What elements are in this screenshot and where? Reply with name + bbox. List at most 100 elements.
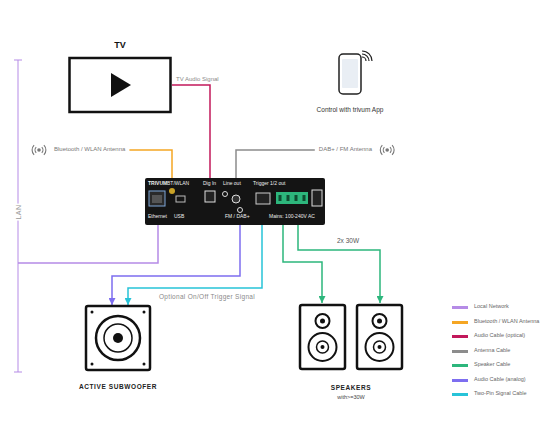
tweeter: [316, 314, 330, 328]
lan-cable: [18, 225, 158, 263]
antenna-wave: [42, 147, 43, 153]
app-caption: Control with trivum App: [317, 106, 384, 113]
device-caption: ACTIVE SUBWOOFER: [79, 383, 157, 390]
woofer-cap: [113, 333, 123, 343]
legend-text: Two-Pin Signal Cable: [474, 390, 527, 396]
antenna-dot: [385, 148, 389, 152]
port-label: Line out: [223, 181, 241, 187]
mains-socket: [312, 190, 322, 206]
screw: [91, 311, 94, 314]
legend-text: Audio Cable (analog): [474, 376, 526, 382]
tv-node: TV: [68, 40, 172, 114]
node-graphic: [68, 40, 172, 114]
cable: [129, 150, 172, 178]
device-node: TRIVUMBT/WLAN Dig In Line out Trigger 1/2 o…: [145, 178, 325, 225]
speaker-box: [300, 305, 345, 369]
tweeter-cap: [320, 319, 325, 324]
antenna-wave: [383, 147, 384, 153]
screw: [143, 311, 146, 314]
tweeter-cap: [377, 319, 382, 324]
phone-body: [339, 54, 361, 94]
speakers-node: SPEAKERS with>=30W: [298, 303, 404, 403]
speaker-terminal: [276, 192, 308, 204]
node-graphic: [70, 305, 166, 395]
brand-label: TRIVUM: [148, 181, 167, 187]
wifi-arc: [362, 57, 366, 61]
speaker-icon: [300, 305, 345, 369]
woofer: [309, 333, 337, 361]
legend-swatch: [452, 335, 468, 338]
cable: [283, 225, 322, 303]
legend-swatch: [452, 306, 468, 309]
legend-text: Speaker Cable: [474, 361, 510, 367]
subwoofer-node: ACTIVE SUBWOOFER: [70, 305, 166, 395]
tweeter: [373, 314, 387, 328]
wifi-arc: [362, 51, 372, 61]
network-label: LAN: [15, 203, 23, 220]
ethernet-port: [149, 191, 165, 206]
woofer-cap: [378, 345, 382, 349]
power-label: 2x 30W: [336, 237, 360, 244]
port-label: Dig In: [203, 181, 216, 187]
terminal-slot: [295, 195, 298, 201]
cable: [128, 225, 262, 305]
antenna-label: DAB+ / FM Antenna: [319, 146, 372, 153]
cable: [236, 150, 315, 178]
woofer: [374, 341, 386, 353]
antenna-wave: [392, 145, 394, 155]
antenna-connector: [169, 188, 175, 194]
antenna-node: DAB+ / FM Antenna: [315, 141, 398, 159]
antenna-wave: [35, 147, 36, 153]
port-label: BT/WLAN: [167, 181, 189, 187]
antenna-wave: [44, 145, 46, 155]
terminal-slot: [287, 195, 290, 201]
play-symbol: [111, 73, 131, 97]
woofer-cone: [96, 316, 140, 360]
screw: [91, 363, 94, 366]
antenna-label: Bluetooth / WLAN Antenna: [54, 146, 125, 153]
subwoofer-icon: [86, 306, 150, 370]
terminal-slot: [279, 195, 282, 201]
woofer-cap: [321, 345, 325, 349]
cable-label: Optional On/Off Trigger Signal: [158, 293, 256, 300]
phone-screen: [342, 59, 358, 88]
speaker-icon: [357, 305, 402, 369]
line-jack: [238, 208, 243, 213]
legend-swatch: [452, 321, 468, 324]
legend-text: Audio Cable (optical): [474, 332, 525, 338]
port-label: Trigger 1/2 out: [253, 181, 285, 187]
optical-port: [205, 191, 215, 202]
tv-screen: [70, 58, 171, 112]
fm-connector: [232, 195, 240, 203]
app-node: Control with trivum App: [290, 50, 410, 118]
trigger-port: [256, 193, 270, 204]
subwoofer-box: [86, 306, 150, 370]
legend-swatch: [452, 364, 468, 367]
antenna-dot: [37, 148, 41, 152]
port-label: FM / DAB+: [225, 214, 250, 220]
device-caption: SPEAKERS: [331, 384, 372, 391]
lan-bracket-tick: [14, 60, 22, 372]
speaker-box: [357, 305, 402, 369]
antenna-wave: [380, 145, 382, 155]
power-rating: Mains: 100-240V AC: [269, 214, 315, 220]
woofer: [317, 341, 329, 353]
screw: [143, 363, 146, 366]
antenna-wave: [390, 147, 391, 153]
woofer-cone: [104, 324, 132, 352]
legend-text: Antenna Cable: [474, 347, 510, 353]
legend-text: Local Network: [474, 303, 509, 309]
port-label: USB: [174, 214, 184, 220]
line-jack: [223, 192, 228, 197]
ethernet-socket: [152, 195, 162, 203]
device-note: with>=30W: [337, 394, 365, 400]
port-label: Ethernet: [148, 214, 167, 220]
legend-swatch: [452, 393, 468, 396]
usb-port: [176, 196, 185, 202]
device-title: TV: [114, 40, 126, 50]
cable: [298, 225, 380, 303]
legend-swatch: [452, 379, 468, 382]
terminal-slot: [303, 195, 306, 201]
cable-label: TV Audio Signal: [175, 76, 220, 83]
